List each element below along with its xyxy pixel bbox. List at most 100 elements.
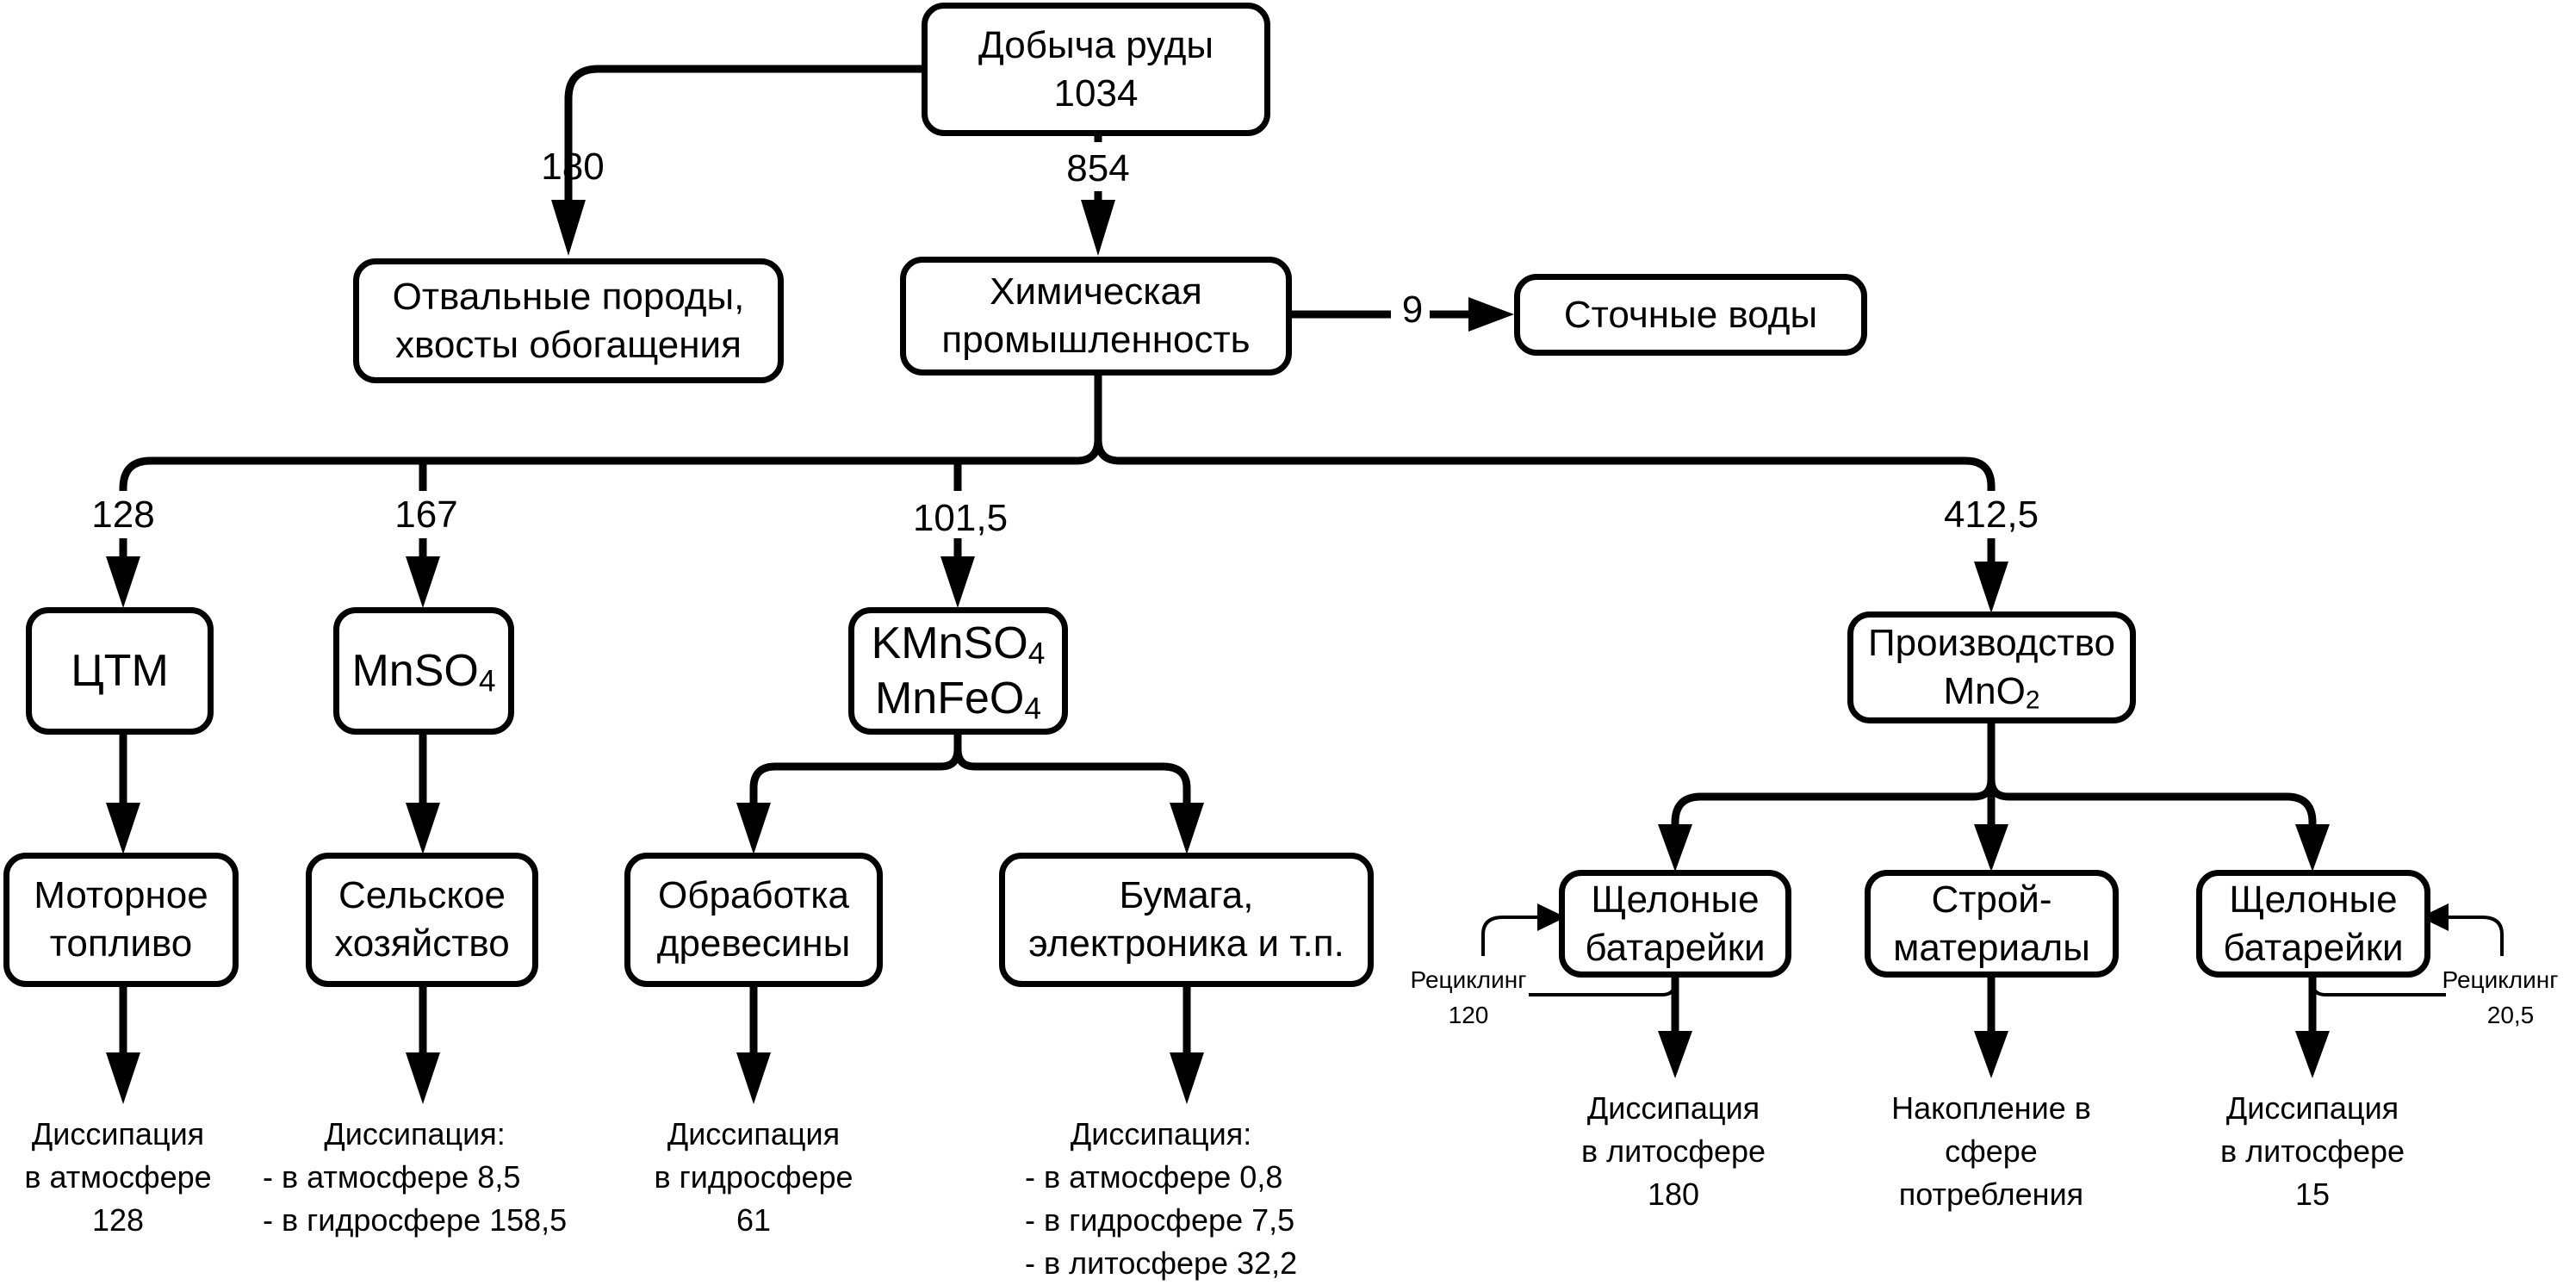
node-batteries-right-line1: Щелоные [2229, 878, 2398, 921]
connector-permanganate-fork-right [953, 748, 1191, 805]
arrowhead-batteries-right-out [2295, 1031, 2330, 1078]
node-motor-fuel-line2: топливо [49, 922, 193, 965]
outcome-paper-line4: - в литосфере 32,2 [1025, 1245, 1298, 1281]
arrowhead-to-batteries-right [2295, 824, 2330, 872]
arrowhead-paper-out [1170, 1052, 1204, 1104]
arrowhead-to-agri [406, 803, 440, 854]
node-permanganate-l2-base: MnFeO [874, 674, 1025, 723]
flow-label-to-chemical: 854 [1066, 147, 1130, 189]
node-mnso4: MnSO4 [333, 607, 514, 735]
arrowhead-to-ctm [106, 556, 140, 608]
node-wood-line1: Обработка [658, 874, 849, 916]
arrowhead-wood-out [736, 1052, 771, 1104]
recycling-left-label: Рециклинг [1410, 966, 1527, 993]
node-permanganate-line2: MnFeO4 [875, 671, 1041, 726]
outcome-batteries-left: Диссипация в литосфере 180 [1581, 1087, 1766, 1216]
node-mnso4-base: MnSO [351, 646, 479, 696]
node-agriculture: Сельское хозяйство [306, 853, 538, 987]
connector-mno2-fork [1671, 722, 1996, 827]
node-wastewater: Сточные воды [1514, 274, 1867, 356]
recycling-left-bottom-line [1529, 981, 1677, 996]
node-permanganate-l1-base: KMnSO [871, 618, 1028, 668]
arrowhead-to-permanganate [940, 556, 975, 608]
arrowhead-to-fuel [106, 803, 140, 854]
connector-mining-to-waste [564, 65, 922, 202]
node-batteries-right: Щелоные батарейки [2196, 870, 2430, 978]
outcome-paper: Диссипация: - в атмосфере 0,8 - в гидрос… [1025, 1113, 1297, 1285]
node-permanganate-l2-sub: 4 [1024, 692, 1042, 726]
outcome-batteries-left-line1: Диссипация [1586, 1090, 1760, 1126]
node-permanganate-line1: KMnSO4 [872, 616, 1046, 671]
outcome-batteries-right-line2: в литосфере [2219, 1133, 2405, 1169]
node-mnso4-subscript: 4 [478, 664, 496, 698]
node-paper-line1: Бумага, [1119, 874, 1254, 916]
node-mno2-line1: Производство [1868, 622, 2115, 664]
node-motor-fuel: Моторное топливо [3, 853, 239, 987]
flow-label-to-permanganate: 101,5 [912, 497, 1009, 539]
node-batteries-left-line2: батарейки [1585, 926, 1766, 969]
outcome-agri-line3: - в гидросфере 158,5 [263, 1202, 568, 1238]
connector-chemical-trunk [119, 375, 1102, 493]
node-batteries-left: Щелоные батарейки [1559, 870, 1791, 978]
node-construction-line1: Строй- [1931, 878, 2052, 921]
outcome-ctm-line1: Диссипация [31, 1116, 205, 1152]
node-permanganate-l1-sub: 4 [1027, 636, 1046, 671]
node-agriculture-line1: Сельское [338, 874, 506, 916]
node-permanganate: KMnSO4 MnFeO4 [848, 607, 1068, 735]
node-mno2-line2: MnO2 [1944, 667, 2040, 716]
outcome-construction-line2: сфере [1945, 1133, 2038, 1169]
outcome-batteries-right-line3: 15 [2294, 1176, 2331, 1212]
arrowhead-recycling-right [2420, 903, 2449, 931]
arrowhead-batteries-left-out [1658, 1031, 1692, 1078]
outcome-construction-line1: Накопление в [1891, 1090, 2091, 1126]
node-mining-title: Добыча руды [978, 23, 1214, 66]
connector-chemical-branch-right [1094, 438, 1996, 491]
node-mno2-l2-sub: 2 [2025, 686, 2040, 715]
flow-label-to-mnso4: 167 [394, 494, 458, 536]
recycling-right-label: Рециклинг [2442, 966, 2559, 993]
recycling-left-value: 120 [1448, 1002, 1489, 1028]
arrowhead-agri-out [406, 1052, 440, 1104]
node-waste-rock-line2: хвосты обогащения [395, 323, 742, 366]
arrowhead-recycling-left [1537, 903, 1566, 931]
node-construction-line2: материалы [1893, 926, 2090, 969]
outcome-paper-line2: - в атмосфере 0,8 [1025, 1159, 1283, 1195]
outcome-wood: Диссипация в гидросфере 61 [654, 1113, 853, 1242]
recycling-right-bottom-line [2311, 981, 2446, 996]
outcome-batteries-right: Диссипация в литосфере 15 [2220, 1087, 2405, 1216]
arrowhead-to-batteries-left [1658, 824, 1692, 872]
node-agriculture-line2: хозяйство [334, 922, 510, 965]
arrowhead-to-wastewater [1468, 297, 1514, 332]
outcome-wood-line1: Диссипация [667, 1116, 841, 1152]
node-waste-rock: Отвальные породы, хвосты обогащения [353, 258, 784, 383]
recycling-left-loop [1481, 916, 1540, 956]
arrowhead-to-waste [551, 200, 586, 256]
node-mno2-l2-base: MnO [1943, 670, 2026, 712]
node-wood-line2: древесины [656, 922, 851, 965]
arrowhead-to-mnso4 [406, 556, 440, 608]
node-wood-processing: Обработка древесины [624, 853, 883, 987]
arrowhead-to-wood [736, 803, 771, 854]
node-batteries-left-line1: Щелоные [1591, 878, 1760, 921]
outcome-wood-line2: в гидросфере [654, 1159, 853, 1195]
node-mno2-production: Производство MnO2 [1847, 611, 2136, 723]
flow-label-to-mno2: 412,5 [1943, 494, 2039, 536]
node-waste-rock-line1: Отвальные породы, [392, 275, 745, 318]
recycling-right-value: 20,5 [2486, 1002, 2535, 1028]
connector-permanganate-fork [749, 732, 962, 805]
outcome-paper-line3: - в гидросфере 7,5 [1025, 1202, 1295, 1238]
node-ctm-label: ЦТМ [71, 646, 169, 696]
flow-label-to-ctm: 128 [91, 494, 155, 536]
node-chemical-line1: Химическая [990, 270, 1202, 313]
outcome-construction-line3: потребления [1898, 1176, 2084, 1212]
node-batteries-right-line2: батарейки [2223, 926, 2404, 969]
node-mining: Добыча руды 1034 [922, 3, 1270, 136]
node-motor-fuel-line1: Моторное [34, 874, 208, 916]
outcome-batteries-left-line3: 180 [1647, 1176, 1700, 1212]
arrowhead-construction-out [1974, 1031, 2008, 1078]
node-paper-line2: электроника и т.п. [1028, 922, 1344, 965]
flow-label-to-wastewater: 9 [1401, 289, 1424, 331]
node-ctm: ЦТМ [26, 607, 214, 735]
connector-mno2-fork-right [1987, 779, 2317, 827]
